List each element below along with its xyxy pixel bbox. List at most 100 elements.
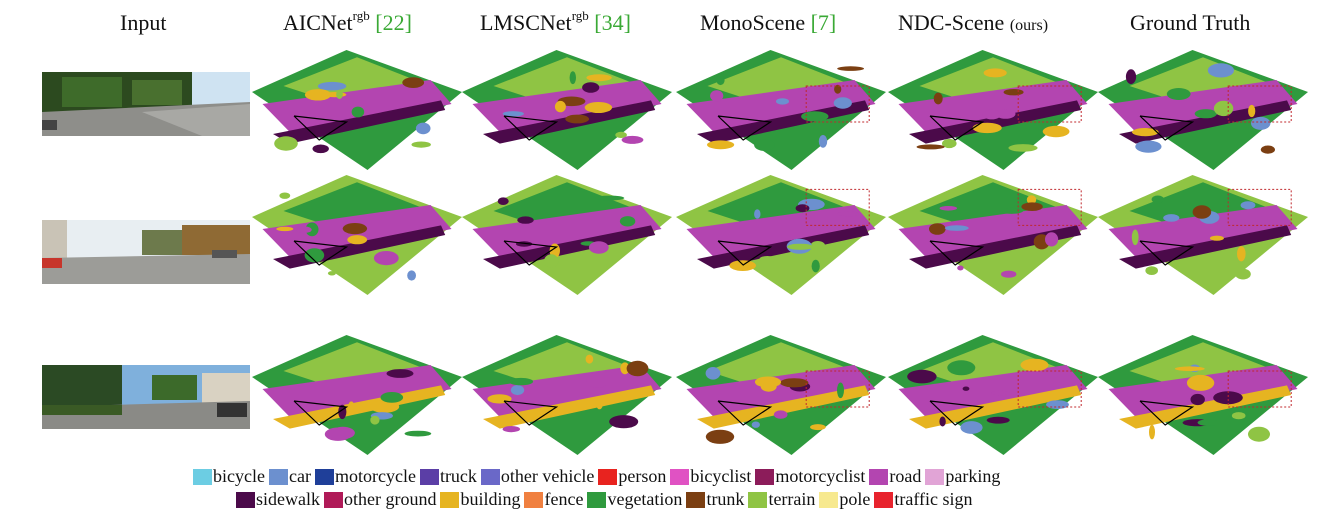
camera-frustum — [1139, 115, 1195, 141]
scene-object — [588, 241, 609, 254]
scene-object — [818, 135, 828, 148]
legend-swatch — [236, 491, 255, 508]
scene-road — [262, 365, 452, 422]
scene-object — [1251, 116, 1271, 130]
scene-object — [995, 109, 1016, 119]
scene-object — [517, 216, 534, 224]
scene-object — [710, 90, 724, 102]
scene-monoscene-row3 — [676, 335, 886, 455]
highlight-box — [1227, 370, 1292, 408]
scene-object — [811, 259, 820, 273]
scene-object — [304, 248, 325, 263]
column-title: MonoScene — [700, 10, 806, 35]
citation-link[interactable]: [22] — [375, 10, 412, 35]
scene-object — [296, 226, 312, 233]
column-title: LMSCNet — [480, 10, 572, 35]
scene-object — [754, 209, 761, 219]
scene-object — [411, 141, 431, 148]
legend-swatch — [874, 491, 894, 508]
scene-object — [351, 106, 365, 118]
camera-frustum — [293, 400, 349, 426]
scene-object — [991, 390, 1009, 396]
scene-object — [810, 241, 826, 251]
scene-object — [386, 369, 414, 378]
scene-object — [304, 89, 332, 101]
camera-frustum — [293, 240, 349, 266]
scene-object — [1046, 400, 1069, 409]
column-title: Ground Truth — [1130, 10, 1251, 35]
scene-object — [982, 109, 1001, 120]
camera-frustum — [293, 115, 349, 141]
scene-object — [336, 89, 343, 99]
scene-monoscene-row1 — [676, 50, 886, 170]
scene-sidewalk — [697, 100, 870, 144]
legend-swatch — [819, 491, 839, 508]
legend-swatch — [524, 491, 544, 508]
scene-object — [508, 377, 534, 386]
scene-object — [833, 97, 852, 109]
camera-frustum — [929, 240, 985, 266]
legend-swatch — [748, 491, 768, 508]
legend-item-fence: fence — [524, 489, 583, 510]
scene-object — [929, 223, 946, 235]
scene-sidewalk — [909, 385, 1082, 429]
scene-object — [773, 410, 788, 419]
input-photo-row1 — [42, 72, 250, 136]
scene-object — [1186, 374, 1215, 391]
scene-object — [594, 195, 625, 201]
legend-label: bicycle — [213, 466, 265, 486]
column-note: (ours) — [1009, 17, 1049, 34]
scene-object — [619, 216, 636, 227]
legend-item-motorcyclist: motorcyclist — [755, 466, 865, 487]
scene-object — [983, 68, 1007, 78]
scene-object — [1132, 128, 1159, 137]
scene-object — [837, 66, 864, 71]
scene-ndc-scene-row2 — [888, 175, 1098, 295]
column-superscript: rgb — [352, 8, 370, 23]
citation-link[interactable]: [7] — [810, 10, 837, 35]
camera-frustum — [717, 400, 773, 426]
scene-object — [837, 382, 844, 399]
scene-road — [686, 205, 876, 262]
legend-label: terrain — [768, 489, 816, 509]
scene-object — [324, 427, 352, 441]
legend-label: bicyclist — [690, 466, 752, 486]
citation-link[interactable]: [34] — [594, 10, 631, 35]
scene-object — [933, 92, 943, 105]
column-superscript: rgb — [571, 8, 589, 23]
column-header-monoscene: MonoScene [7] — [700, 10, 836, 36]
scene-road — [1108, 205, 1298, 262]
scene-road — [472, 365, 662, 422]
scene-object — [276, 226, 294, 232]
scene-object — [1042, 125, 1070, 138]
scene-object — [585, 354, 594, 364]
scene-sidewalk — [909, 100, 1082, 144]
legend-swatch — [440, 491, 460, 508]
scene-object — [907, 369, 937, 384]
scene-object — [1231, 412, 1246, 420]
legend-swatch — [587, 491, 607, 508]
scene-object — [1213, 100, 1234, 117]
legend-label: person — [618, 466, 667, 486]
scene-object — [1021, 202, 1043, 211]
scene-ground-truth-row2 — [1098, 175, 1308, 295]
scene-lmscnet-row3 — [462, 335, 672, 455]
scene-object — [373, 251, 399, 266]
scene-object — [986, 416, 1010, 424]
scene-sidewalk — [697, 225, 870, 269]
scene-object — [751, 421, 760, 428]
legend-swatch — [686, 491, 706, 508]
scene-object — [554, 100, 566, 113]
scene-object — [586, 372, 610, 388]
scene-object — [1145, 266, 1158, 275]
scene-ndc-scene-row1 — [888, 50, 1098, 170]
scene-sidewalk — [273, 100, 446, 144]
scene-object — [502, 111, 524, 117]
scene-object — [916, 144, 945, 150]
scene-object — [1207, 63, 1234, 78]
legend-label: road — [889, 466, 922, 486]
scene-object — [369, 400, 400, 413]
scene-object — [1001, 270, 1017, 278]
scene-object — [497, 197, 509, 205]
